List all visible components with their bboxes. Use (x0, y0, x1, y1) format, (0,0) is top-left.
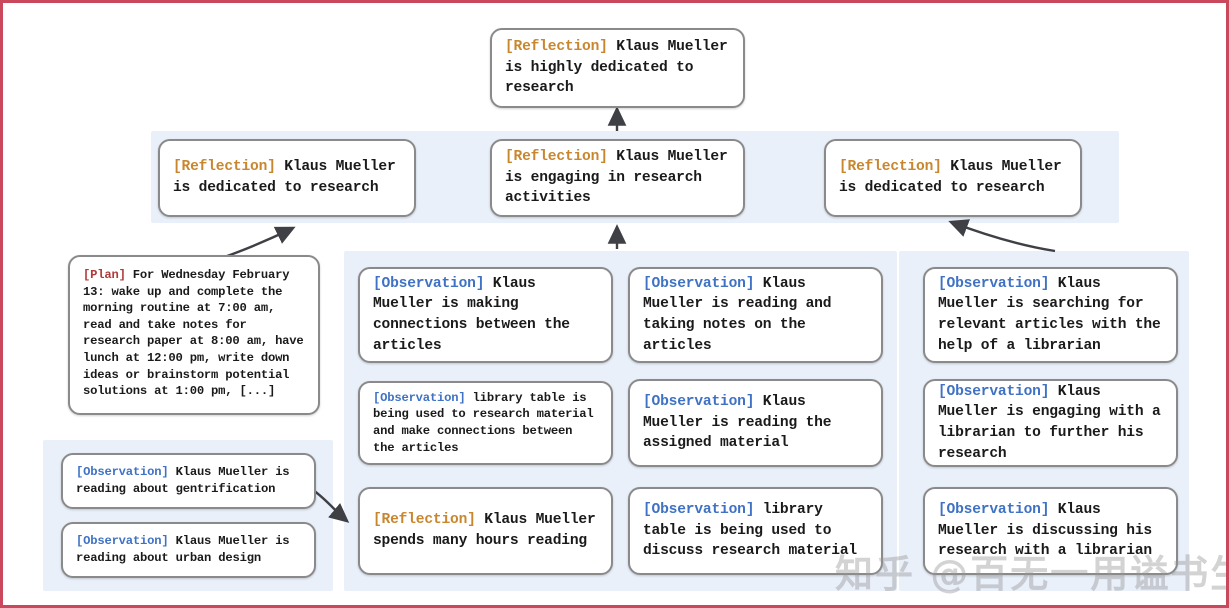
node-col3-obs-3[interactable]: [Observation] Klaus Mueller is discussin… (923, 487, 1178, 575)
node-body: Klaus Mueller is engaging in research ac… (505, 148, 737, 207)
node-plan[interactable]: [Plan] For Wednesday February 13: wake u… (68, 255, 320, 415)
tag-observation: [Observation] (643, 275, 755, 292)
node-col2-obs-1[interactable]: [Observation] Klaus Mueller is reading a… (628, 267, 883, 363)
tag-observation: [Observation] (76, 534, 169, 549)
node-col3-obs-2[interactable]: [Observation] Klaus Mueller is engaging … (923, 379, 1178, 467)
node-text: [Observation] library table is being use… (643, 500, 868, 562)
node-mid-left-reflection[interactable]: [Reflection] Klaus Mueller is dedicated … (158, 139, 416, 217)
node-mid-center-reflection[interactable]: [Reflection] Klaus Mueller is engaging i… (490, 139, 745, 217)
node-text: [Reflection] Klaus Mueller is engaging i… (505, 147, 730, 209)
node-body: Klaus Mueller is searching for relevant … (938, 275, 1170, 354)
node-text: [Observation] Klaus Mueller is making co… (373, 274, 598, 357)
node-col3-obs-1[interactable]: [Observation] Klaus Mueller is searching… (923, 267, 1178, 363)
node-mid-right-reflection[interactable]: [Reflection] Klaus Mueller is dedicated … (824, 139, 1082, 217)
tag-reflection: [Reflection] (505, 38, 608, 55)
node-body: library table is being used to discuss r… (643, 501, 857, 560)
node-text: [Reflection] Klaus Mueller spends many h… (373, 510, 598, 551)
node-obs-bottomleft-2[interactable]: [Observation] Klaus Mueller is reading a… (61, 522, 316, 578)
node-text: [Observation] Klaus Mueller is discussin… (938, 500, 1163, 562)
node-text: [Observation] library table is being use… (373, 390, 598, 456)
node-text: [Reflection] Klaus Mueller is dedicated … (839, 157, 1067, 198)
tag-plan: [Plan] (83, 268, 126, 282)
tag-observation: [Observation] (643, 501, 755, 518)
node-body: Klaus Mueller is engaging with a librari… (938, 383, 1170, 462)
node-col2-obs-2[interactable]: [Observation] Klaus Mueller is reading t… (628, 379, 883, 467)
node-body: Klaus Mueller is discussing his research… (938, 501, 1161, 560)
watermark: 知乎 @百无一用谥书生 (835, 552, 1229, 596)
tag-reflection: [Reflection] (373, 512, 476, 529)
node-text: [Observation] Klaus Mueller is reading a… (643, 274, 868, 357)
tag-observation: [Observation] (76, 465, 169, 480)
node-text: [Reflection] Klaus Mueller is highly ded… (505, 37, 730, 99)
node-body: Klaus Mueller is reading the assigned ma… (643, 393, 840, 452)
tag-observation: [Observation] (373, 390, 466, 405)
node-body: Klaus Mueller is reading about gentrific… (76, 465, 297, 496)
node-col1-obs-2[interactable]: [Observation] library table is being use… (358, 381, 613, 465)
node-body: library table is being used to research … (373, 390, 601, 455)
node-text: [Observation] Klaus Mueller is engaging … (938, 382, 1163, 465)
node-text: [Observation] Klaus Mueller is searching… (938, 274, 1163, 357)
tag-observation: [Observation] (938, 501, 1050, 518)
arrow-col3-to-right-reflection (948, 219, 1056, 253)
tag-reflection: [Reflection] (839, 159, 942, 176)
tag-observation: [Observation] (373, 275, 485, 292)
node-text: [Plan] For Wednesday February 13: wake u… (83, 267, 305, 400)
node-body: Klaus Mueller is dedicated to research (839, 159, 1071, 196)
node-text: [Observation] Klaus Mueller is reading a… (76, 464, 301, 497)
node-body: For Wednesday February 13: wake up and c… (83, 268, 311, 399)
tag-reflection: [Reflection] (505, 148, 608, 165)
node-text: [Reflection] Klaus Mueller is dedicated … (173, 157, 401, 198)
node-body: Klaus Mueller is highly dedicated to res… (505, 38, 737, 97)
node-body: Klaus Mueller is making connections betw… (373, 275, 579, 354)
tag-reflection: [Reflection] (173, 159, 276, 176)
tag-observation: [Observation] (938, 383, 1050, 400)
node-col1-reflection-3[interactable]: [Reflection] Klaus Mueller spends many h… (358, 487, 613, 575)
node-root-reflection[interactable]: [Reflection] Klaus Mueller is highly ded… (490, 28, 745, 108)
node-body: Klaus Mueller is dedicated to research (173, 159, 405, 196)
node-obs-bottomleft-1[interactable]: [Observation] Klaus Mueller is reading a… (61, 453, 316, 509)
node-body: Klaus Mueller spends many hours reading (373, 512, 605, 549)
node-body: Klaus Mueller is reading and taking note… (643, 275, 840, 354)
node-col1-obs-1[interactable]: [Observation] Klaus Mueller is making co… (358, 267, 613, 363)
node-text: [Observation] Klaus Mueller is reading t… (643, 392, 868, 454)
diagram-canvas: [Reflection] Klaus Mueller is highly ded… (3, 3, 1226, 605)
tag-observation: [Observation] (938, 275, 1050, 292)
tag-observation: [Observation] (643, 393, 755, 410)
node-col2-obs-3[interactable]: [Observation] library table is being use… (628, 487, 883, 575)
node-body: Klaus Mueller is reading about urban des… (76, 534, 297, 565)
node-text: [Observation] Klaus Mueller is reading a… (76, 533, 301, 566)
